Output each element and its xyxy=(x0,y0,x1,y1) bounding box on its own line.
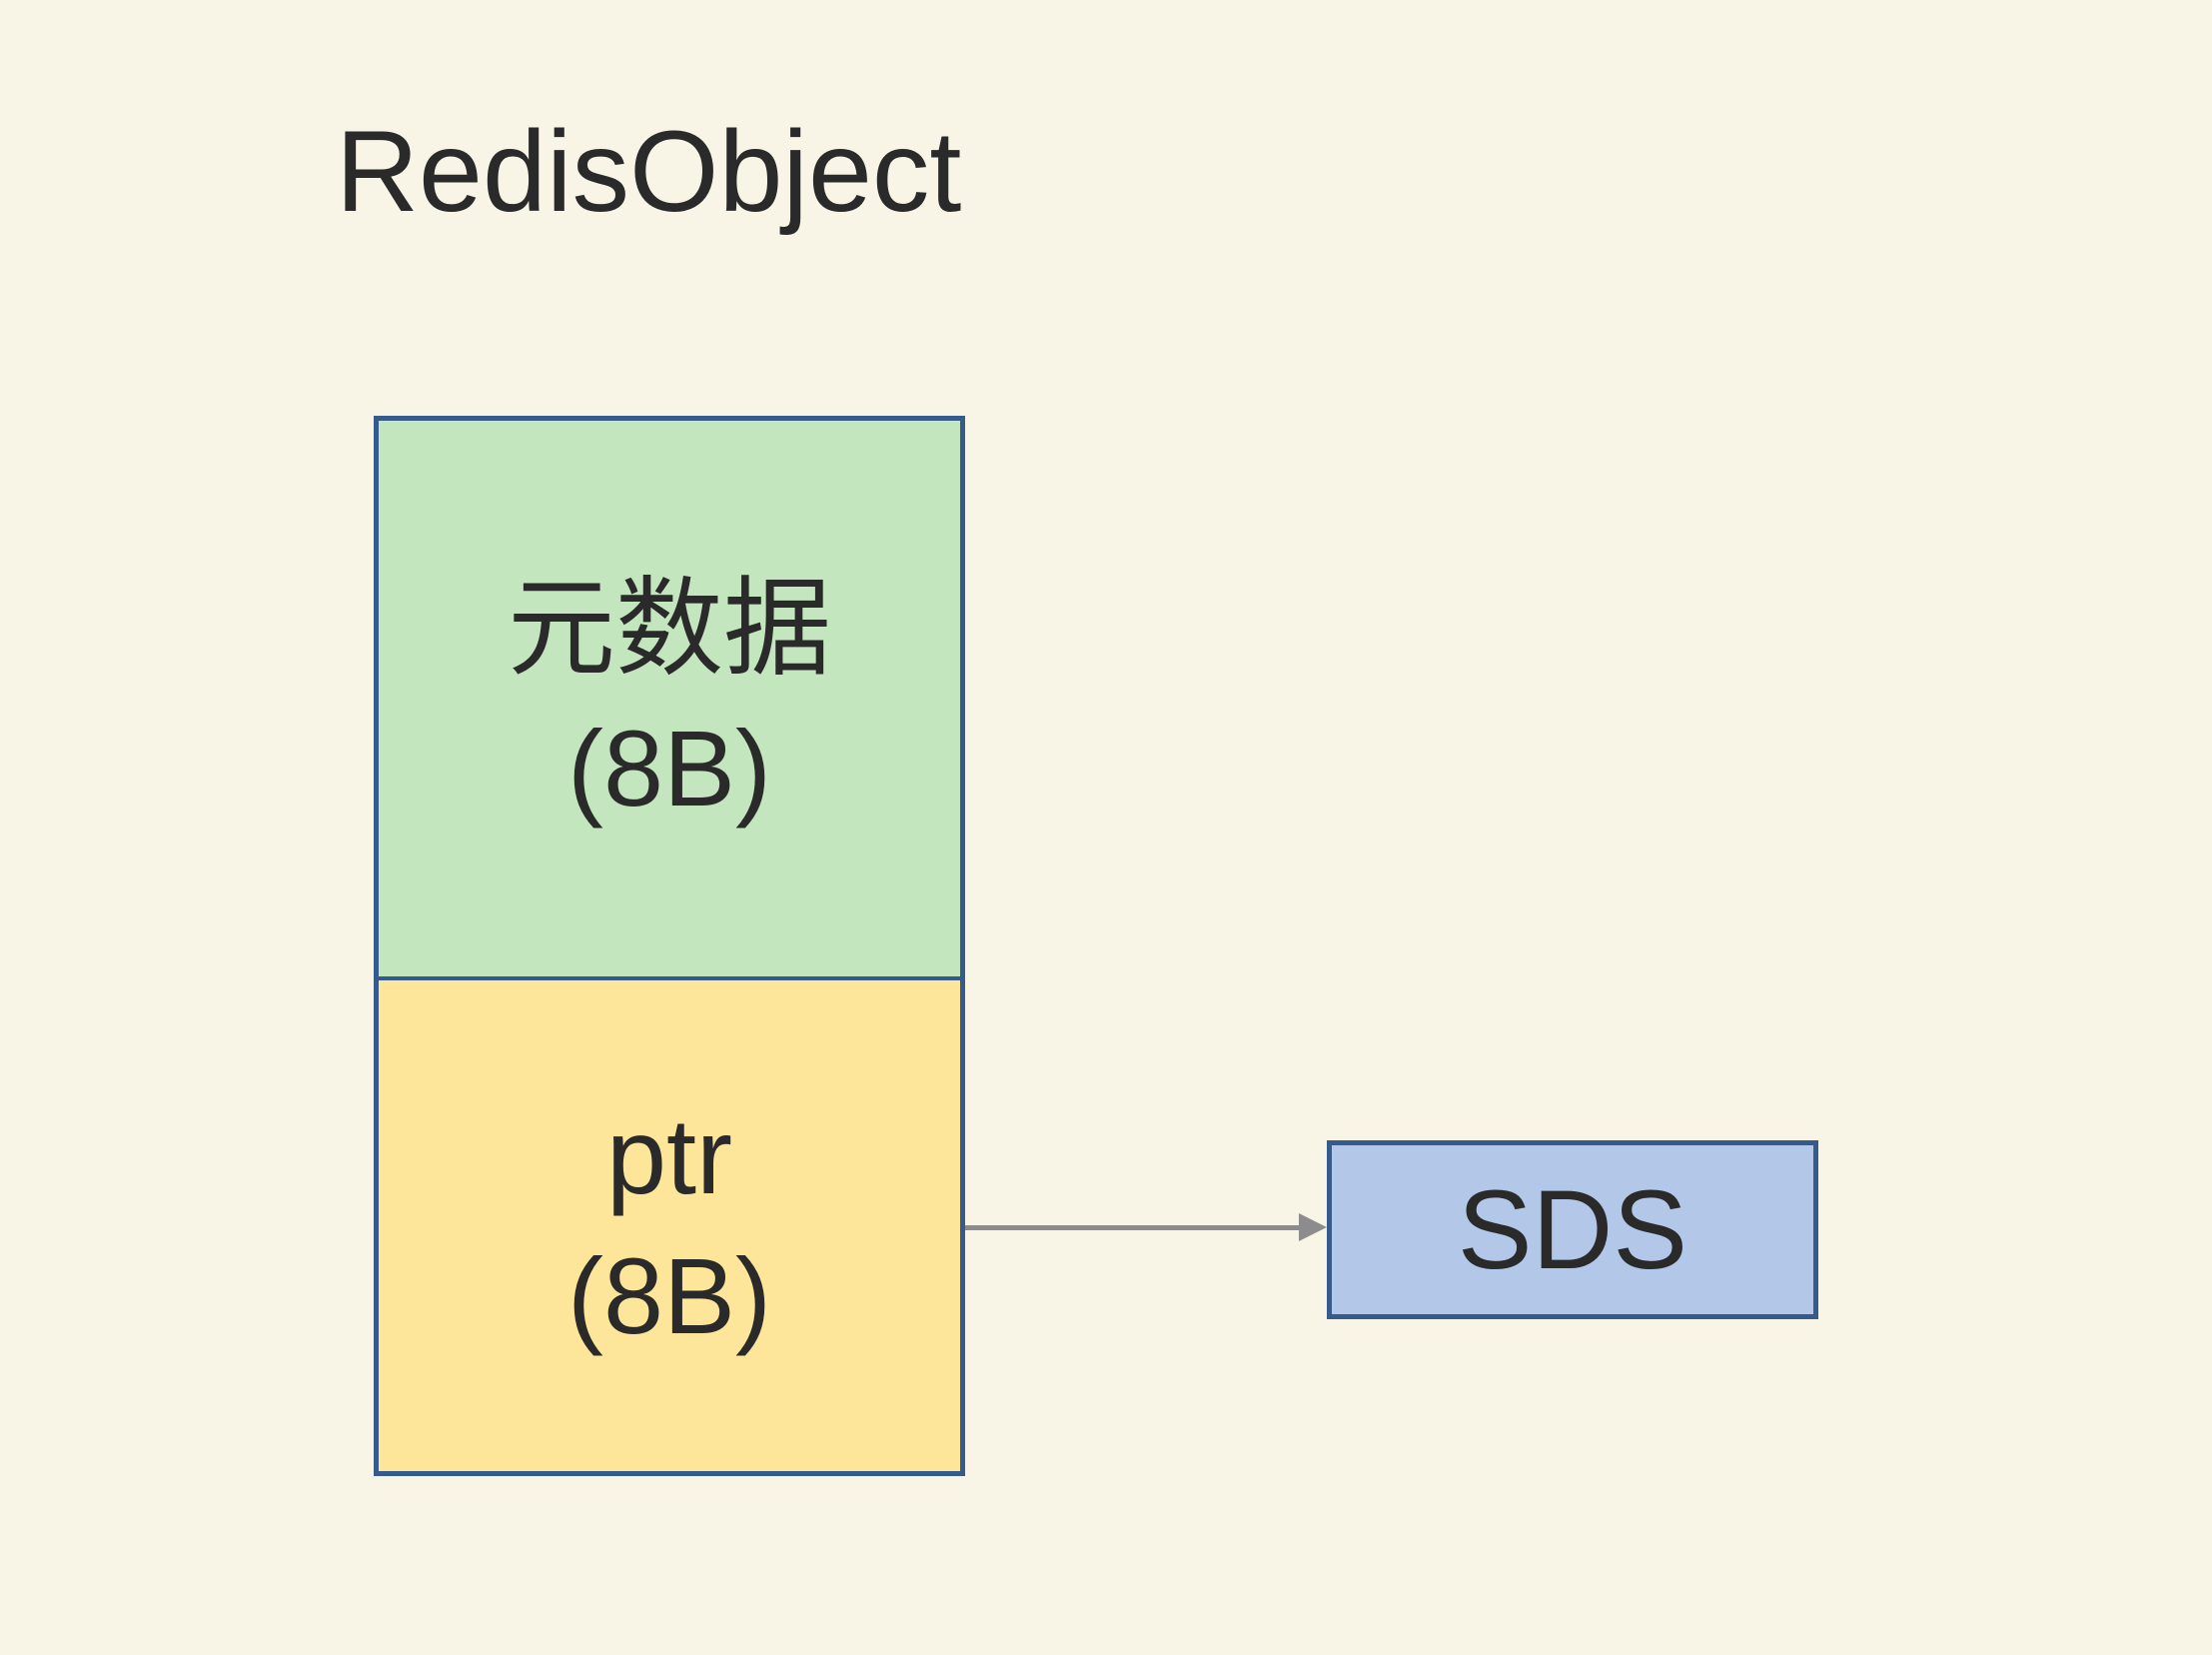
arrow-shaft xyxy=(965,1225,1301,1230)
ptr-cell-label: ptr xyxy=(605,1094,733,1216)
redisobject-struct: 元数据 (8B) ptr (8B) xyxy=(374,416,965,1476)
ptr-to-sds-arrow xyxy=(965,1203,1327,1251)
page-title: RedisObject xyxy=(336,108,962,236)
sds-box-label: SDS xyxy=(1457,1167,1688,1292)
metadata-cell-label: 元数据 xyxy=(507,568,831,689)
metadata-cell-size: (8B) xyxy=(566,708,772,828)
ptr-cell: ptr (8B) xyxy=(379,980,960,1471)
arrow-head-icon xyxy=(1299,1213,1327,1241)
sds-box: SDS xyxy=(1327,1140,1818,1319)
metadata-cell: 元数据 (8B) xyxy=(379,421,960,980)
ptr-cell-size: (8B) xyxy=(566,1234,772,1356)
